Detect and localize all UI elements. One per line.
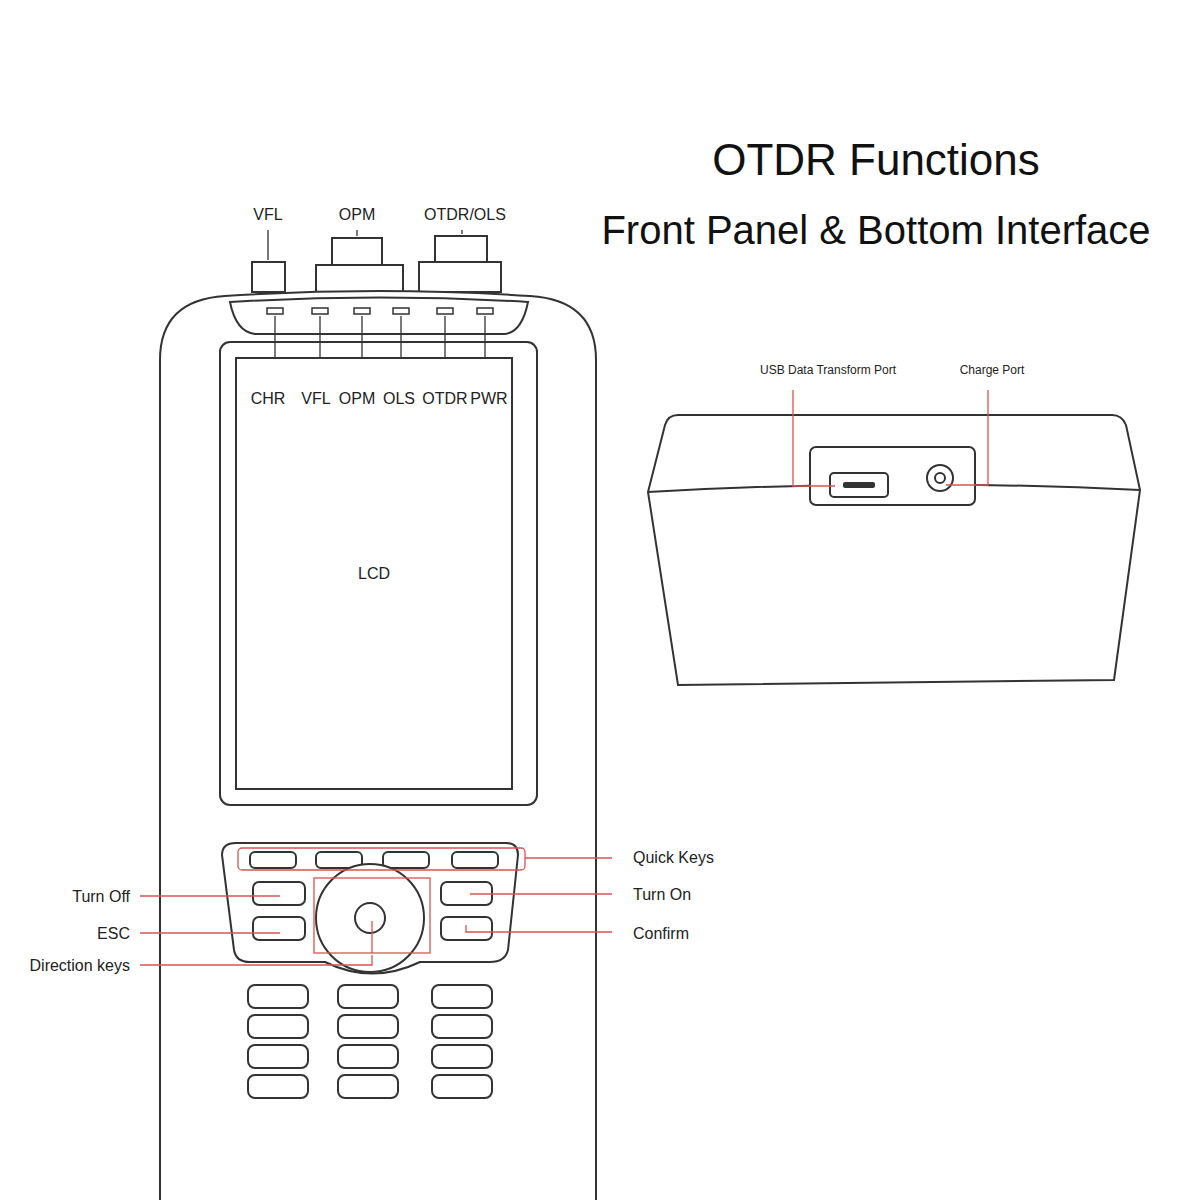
- quick-key: [383, 852, 429, 868]
- indicator-label: OPM: [339, 390, 375, 408]
- port-label: OPM: [339, 206, 375, 224]
- direction-keys-bracket: [314, 878, 430, 953]
- indicator-label: VFL: [301, 390, 330, 408]
- center-button: [355, 903, 385, 933]
- port-label: VFL: [253, 206, 282, 224]
- charge-port: [927, 465, 953, 491]
- screen-frame: [220, 342, 537, 805]
- callout-label: Turn On: [633, 886, 691, 904]
- leader-line: [356, 230, 357, 236]
- port-label: USB Data Transform Port: [760, 364, 896, 377]
- leader-line: [793, 390, 835, 486]
- title: OTDR Functions: [712, 136, 1040, 184]
- indicator-label: OTDR: [422, 390, 467, 408]
- leader-line: [140, 895, 280, 896]
- bottom-housing: [648, 415, 1140, 685]
- number-key: [248, 1015, 308, 1038]
- usb-port: [830, 473, 888, 497]
- led: [354, 308, 370, 314]
- callout-label: Turn Off: [72, 888, 130, 906]
- led: [393, 308, 409, 314]
- leader-line: [525, 857, 612, 858]
- otdr-port-base: [419, 262, 501, 292]
- lcd-screen: LCD: [235, 357, 513, 790]
- vfl-port: [252, 262, 285, 292]
- leader-line: [466, 925, 612, 932]
- leader-line: [470, 893, 612, 894]
- indicator-label: OLS: [383, 390, 415, 408]
- otdr-port-cap: [435, 236, 487, 262]
- leader-line: [371, 921, 372, 953]
- leader-line: [140, 955, 372, 965]
- opm-port-cap: [332, 238, 382, 265]
- led: [267, 308, 283, 314]
- usb-slot: [843, 482, 875, 488]
- number-key: [338, 985, 398, 1008]
- leader-line: [461, 230, 462, 234]
- esc-key: [253, 917, 305, 940]
- charge-pin: [935, 473, 945, 483]
- callout-label: Quick Keys: [633, 849, 714, 867]
- quick-key: [250, 852, 296, 868]
- indicator-label: PWR: [470, 390, 507, 408]
- indicator-label: CHR: [251, 390, 286, 408]
- turn-off-key: [253, 882, 305, 905]
- leader-line: [267, 230, 268, 260]
- number-key: [248, 985, 308, 1008]
- number-key: [248, 1075, 308, 1098]
- callout-label: Direction keys: [30, 957, 130, 975]
- quick-keys-bracket: [238, 848, 525, 870]
- number-key: [432, 1015, 492, 1038]
- leader-line: [946, 390, 988, 485]
- number-key: [432, 1075, 492, 1098]
- number-key: [248, 1045, 308, 1068]
- device-body: [160, 291, 596, 1200]
- screen-label: LCD: [358, 565, 390, 583]
- led: [312, 308, 328, 314]
- port-recess: [810, 447, 975, 505]
- direction-pad: [316, 864, 424, 972]
- number-key: [432, 1045, 492, 1068]
- number-key: [338, 1075, 398, 1098]
- callout-label: ESC: [97, 925, 130, 943]
- keypad-panel: [222, 843, 518, 974]
- subtitle: Front Panel & Bottom Interface: [601, 208, 1150, 252]
- number-key: [338, 1015, 398, 1038]
- port-label: Charge Port: [960, 364, 1025, 377]
- leader-line: [140, 932, 280, 933]
- number-key: [338, 1045, 398, 1068]
- quick-key: [452, 852, 498, 868]
- callout-label: Confirm: [633, 925, 689, 943]
- opm-port-base: [316, 265, 403, 292]
- led: [477, 308, 493, 314]
- number-key: [432, 985, 492, 1008]
- led: [437, 308, 453, 314]
- port-label: OTDR/OLS: [424, 206, 506, 224]
